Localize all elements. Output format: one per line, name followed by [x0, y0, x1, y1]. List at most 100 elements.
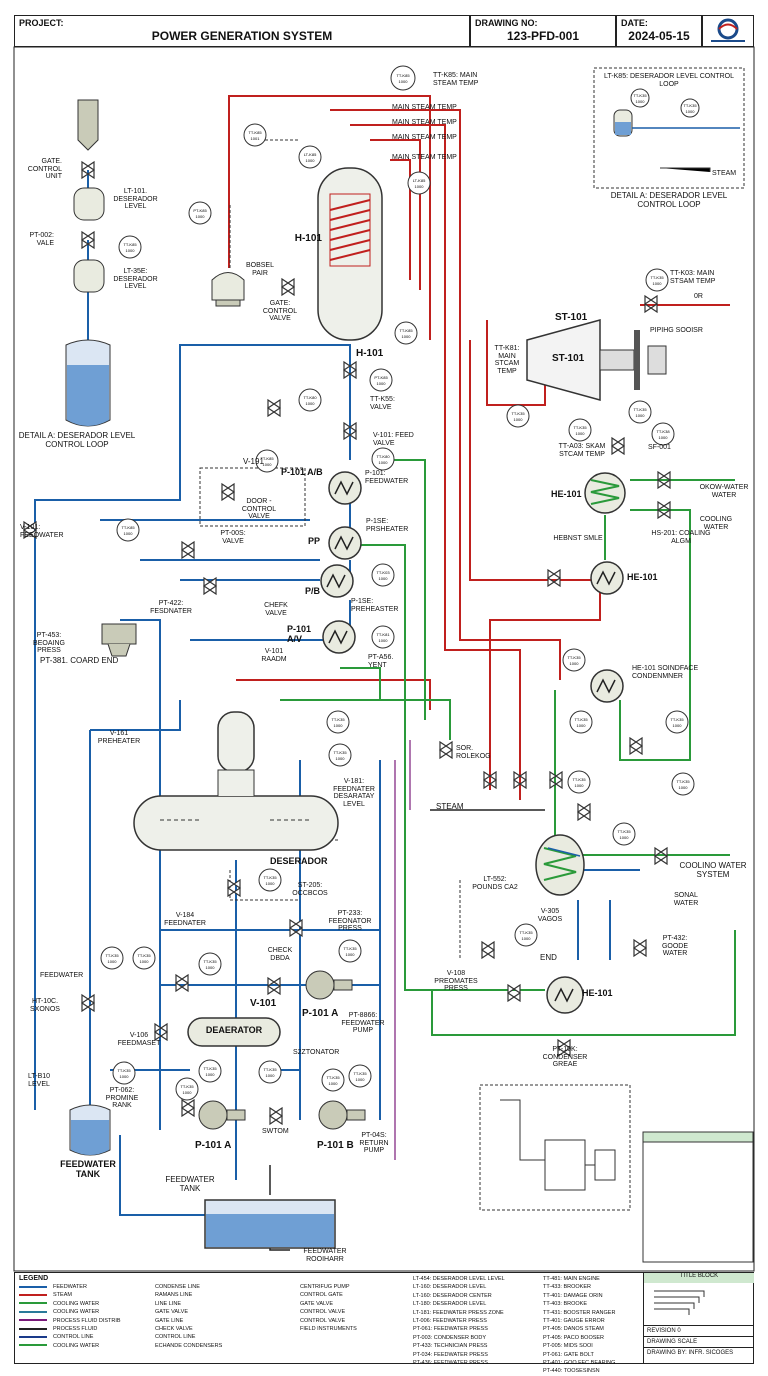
gate-valve-icon — [576, 802, 592, 822]
boiler-h101 — [317, 167, 383, 341]
label-p101a-mid: P-101 A — [302, 1008, 339, 1019]
label-steam: STEAM — [712, 170, 737, 177]
turbine-st101 — [526, 319, 667, 401]
label-pb: P/B — [305, 586, 321, 596]
label-aerator-note: S2ZTONATOR — [293, 1049, 340, 1056]
legend-swatch — [19, 1302, 47, 1305]
instrument-range: 1000 — [379, 460, 389, 465]
label-st205: ST-205: OCCBCOS — [292, 882, 328, 897]
title-block: TITLE BLOCK REVISION 0 DRAWING SCALE DRA… — [643, 1273, 754, 1363]
label-v101-feed-valve: V-101: FEED VALVE — [373, 432, 414, 447]
label-main-steam-temp-4: MAIN STEAM TEMP — [392, 154, 457, 161]
instrument-range: 1000 — [124, 531, 134, 536]
pump-coard-end — [101, 623, 137, 657]
legend-item-label: CONTROL LINE — [155, 1334, 196, 1341]
instrument-range: 1000 — [377, 381, 387, 386]
detail-a-right-drawing — [613, 109, 740, 172]
label-pt453-bearing: PT-453: BEOAING PRESS — [33, 632, 65, 655]
heat-exchanger-he101-mid — [590, 561, 624, 595]
label-lt35e-deserador-level: LT-35E: DESERADOR LEVEL — [113, 268, 158, 291]
title-block-approved: DRAWING BY: INFR. SICOGES — [647, 1350, 734, 1356]
instrument-range: 1000 — [206, 965, 216, 970]
legend-item-label: PT-433: TECHNICIAN PRESS — [413, 1343, 488, 1350]
gate-valve-icon — [153, 1022, 169, 1042]
label-he101-mid: HE-101 — [627, 572, 658, 582]
legend-item-label: TT-481: MAIN ENGINE — [543, 1276, 600, 1282]
label-v101-raadm: V-101 RAADM — [261, 648, 287, 663]
legend-item-label: CHECK VALVE — [155, 1325, 193, 1332]
instrument-tag: TT-K35 — [326, 1075, 340, 1080]
legend-item: TT-403: BROOKE — [543, 1300, 643, 1308]
heat-exchanger-cooling — [535, 834, 585, 896]
instrument-range: 1000 — [183, 1090, 193, 1095]
instrument-tag: TT-K35 — [343, 946, 357, 951]
legend-item-label: COOLING WATER — [53, 1309, 100, 1316]
feedwater-tank-left — [69, 1104, 111, 1156]
legend-item-label: LT-454: DESERADOR LEVEL LEVEL — [413, 1276, 505, 1282]
label-or: 0R — [694, 293, 703, 300]
instrument-tag: TT-K35 — [573, 425, 587, 430]
legend-swatch — [19, 1293, 47, 1296]
label-lt101-deserador-level: LT-101. DESERADOR LEVEL — [113, 188, 158, 211]
instrument-tag: TT-K85 — [396, 73, 410, 78]
gate-valve-icon — [180, 540, 196, 560]
instrument-tag: TT-K85 — [248, 130, 262, 135]
legend-item: LT-181: FEEDWATER PRESS ZONE — [413, 1309, 543, 1317]
label-v191: V-191 — [243, 457, 264, 466]
instrument-range: 1000 — [196, 214, 206, 219]
legend-title: LEGEND — [19, 1275, 49, 1282]
instrument-tag: TT-K35 — [353, 1071, 367, 1076]
legend-item: PT-436: FEEDWATER PRESS — [413, 1359, 543, 1367]
instrument-range: 1000 — [108, 959, 118, 964]
label-sos-rolekog: SOR. ROLEKOG — [456, 745, 491, 760]
label-v106-feedwater: V-106 FEEDMASET — [117, 1032, 161, 1047]
legend-item: COOLING WATER — [19, 1300, 154, 1308]
label-end: END — [540, 953, 557, 962]
title-block-scale: DRAWING SCALE — [644, 1337, 754, 1348]
legend-item: GATE LINE — [155, 1317, 300, 1325]
gate-valve-icon — [80, 230, 96, 250]
instrument-tag: TT-K85 — [121, 525, 135, 530]
gate-valve-icon — [342, 360, 358, 380]
legend-item-label: LINE LINE — [155, 1300, 181, 1307]
legend-item: CENTRIFUG PUMP — [300, 1283, 410, 1291]
label-pp: PP — [308, 536, 321, 546]
vessel-lower — [73, 259, 105, 293]
legend-item: FEEDWATER — [19, 1283, 154, 1291]
legend-item-label: PT-034: FEEDWATER PRESS — [413, 1351, 488, 1358]
legend-item-label: PT-003: CONDENSER BODY — [413, 1334, 487, 1341]
heat-exchanger-he101-condenser — [590, 669, 624, 703]
instrument-range: 1001 — [251, 136, 261, 141]
control-valve-icon — [546, 568, 562, 588]
label-ht10c-sxonos: HT-10C. SXONOS — [30, 998, 60, 1013]
label-feedwater-reservoir: FEEDWATER ROOIHARR — [303, 1248, 347, 1263]
legend-item: PT-401: GOO FEC BEARING — [543, 1359, 643, 1367]
instrument-tag: TT-K35 — [117, 1068, 131, 1073]
legend-item-label: FEEDWATER — [53, 1284, 87, 1290]
legend-item-label: PROCESS FLUID — [53, 1325, 98, 1332]
instrument-range: 1000 — [266, 881, 276, 886]
legend-swatch — [19, 1327, 47, 1330]
label-v181-feedwater-level: V-181: FEEDNATER DESARATAY LEVEL — [333, 778, 375, 809]
legend-item: TT-401: GAUGE ERROR — [543, 1317, 643, 1325]
instrument-tag: TT-K35 — [203, 1066, 217, 1071]
instrument-range: 1000 — [686, 109, 696, 114]
instrument-range: 1000 — [120, 1074, 130, 1079]
instrument-tag: TT-K85 — [123, 242, 137, 247]
label-p101av: P-101 A/V — [287, 624, 312, 644]
legend-item: PT-433: TECHNICIAN PRESS — [413, 1342, 543, 1350]
legend-swatch — [19, 1319, 47, 1322]
legend-item-label: ECHANDE CONDENSERS — [155, 1342, 223, 1349]
deserador-drum — [133, 711, 339, 851]
instrument-range: 1000 — [306, 158, 316, 163]
legend-item-label: TT-401: DAMAGE ORIN — [543, 1292, 603, 1299]
control-valve-icon — [656, 470, 672, 490]
legend-item-label: PT-440: TOOSESINSN — [543, 1368, 600, 1375]
label-tt-main-steam-temp-turbine: TT-K81: MAIN STCAM TEMP — [494, 345, 520, 376]
legend-item: GATE VALVE — [300, 1300, 410, 1308]
steam-lines — [228, 95, 730, 800]
feedwater-reservoir — [204, 1199, 336, 1249]
label-detail-a-right-title: LT-K85: DESERADOR LEVEL CONTROL LOOP — [604, 73, 734, 88]
